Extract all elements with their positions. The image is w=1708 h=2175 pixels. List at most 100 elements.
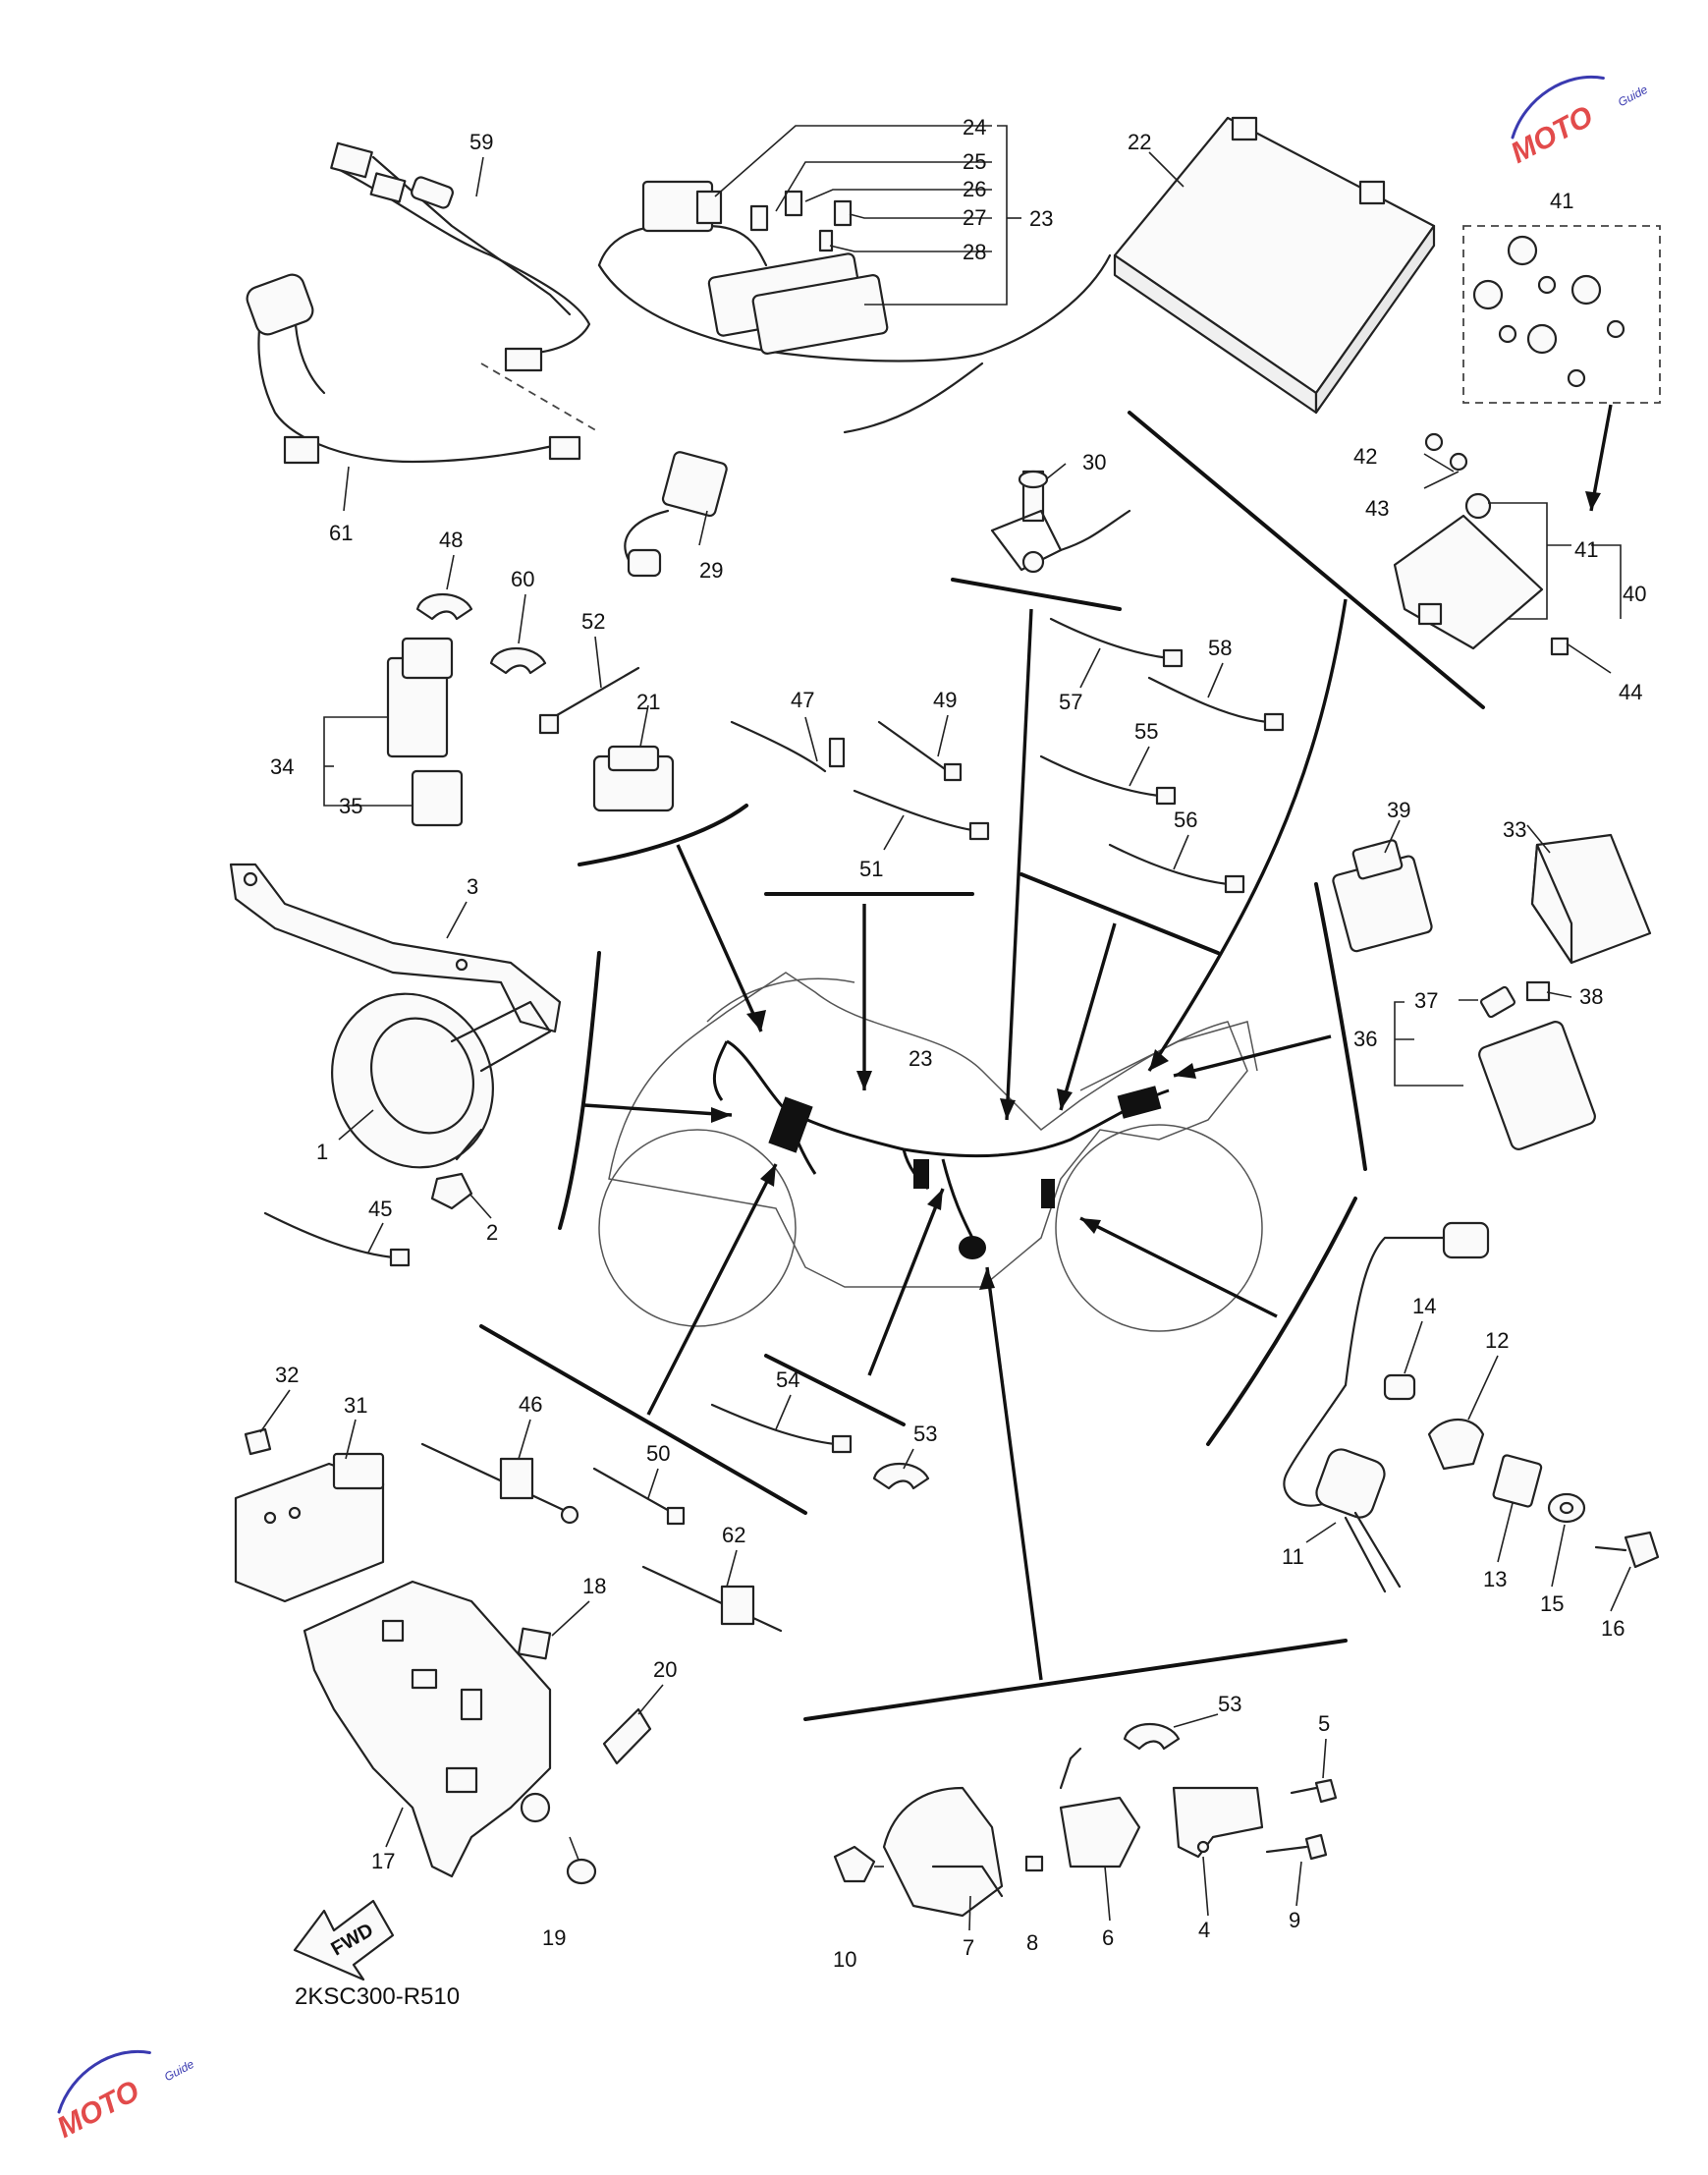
- part-label-51: 51: [859, 857, 883, 881]
- clamp-48: [415, 554, 473, 621]
- part-label-31: 31: [344, 1393, 367, 1418]
- fuse-box-23: [597, 180, 1112, 434]
- strap-45: [263, 1211, 411, 1267]
- battery-22: [1113, 116, 1436, 415]
- part-label-27: 27: [963, 205, 986, 230]
- washer-15: [1547, 1492, 1586, 1588]
- part-label-40: 40: [1623, 582, 1646, 606]
- part-label-39: 39: [1387, 798, 1410, 822]
- rubber-kit-41: [1462, 225, 1661, 512]
- motorcycle-outline: [598, 972, 1263, 1332]
- part-label-38: 38: [1579, 984, 1603, 1009]
- part-label-25: 25: [963, 149, 986, 174]
- wire-harness-main: [712, 1039, 1170, 1259]
- starter-relay-36: [1394, 980, 1596, 1150]
- bracket-3: [229, 863, 562, 1033]
- part-label-20: 20: [653, 1657, 677, 1682]
- misc-leaders: [343, 156, 484, 512]
- clamp-53-lower: [1123, 1713, 1219, 1751]
- part-label-35: 35: [339, 794, 362, 818]
- part-label-2: 2: [486, 1220, 498, 1245]
- collar-14: [1383, 1320, 1423, 1401]
- part-label-43: 43: [1365, 496, 1389, 521]
- part-label-33: 33: [1503, 817, 1526, 842]
- clamp-62: [641, 1549, 783, 1633]
- part-label-55: 55: [1134, 719, 1158, 744]
- relay-unit-40: [1393, 432, 1622, 674]
- part-label-23-center: 23: [909, 1046, 932, 1071]
- part-label-53: 53: [913, 1422, 937, 1446]
- damper-13: [1492, 1454, 1543, 1563]
- watermark-text: MOTO: [52, 2075, 144, 2145]
- part-label-34: 34: [270, 754, 294, 779]
- part-label-7: 7: [963, 1935, 974, 1960]
- part-label-10: 10: [833, 1947, 856, 1972]
- bolt-16: [1594, 1531, 1660, 1612]
- part-label-22: 22: [1128, 130, 1151, 154]
- part-label-21: 21: [636, 690, 660, 714]
- watermark-bottom-left: MOTO Guide: [52, 2049, 196, 2145]
- part-label-24: 24: [963, 115, 986, 139]
- part-label-36: 36: [1353, 1027, 1377, 1051]
- part-label-13: 13: [1483, 1567, 1507, 1591]
- relay-33: [1526, 824, 1652, 965]
- part-label-30: 30: [1082, 450, 1106, 474]
- cable-tie-52: [538, 636, 640, 735]
- holder-21: [592, 704, 675, 812]
- part-label-44: 44: [1619, 680, 1642, 704]
- plate-20: [602, 1684, 664, 1765]
- part-label-5: 5: [1318, 1711, 1330, 1736]
- clamp-53-upper: [872, 1448, 930, 1490]
- part-label-14: 14: [1412, 1294, 1436, 1318]
- part-label-18: 18: [582, 1574, 606, 1598]
- bracket-4: [1172, 1786, 1264, 1917]
- part-label-53-lower: 53: [1218, 1692, 1241, 1716]
- part-label-41: 41: [1550, 189, 1573, 213]
- part-label-32: 32: [275, 1363, 299, 1387]
- grommet-19: [566, 1836, 597, 1885]
- section-dividers: [479, 411, 1485, 1721]
- tie-50: [592, 1467, 686, 1526]
- part-number-labels: 1 2 3 4 5 6 7 8 9 10 11 12 13 14 15 16 1…: [270, 115, 1646, 1972]
- part-label-26: 26: [963, 177, 986, 201]
- watermark-top-right: MOTO Guide: [1506, 75, 1650, 170]
- part-label-3: 3: [467, 874, 478, 899]
- bracket-12: [1427, 1355, 1499, 1471]
- ground-bolt-30: [990, 463, 1131, 574]
- part-label-16: 16: [1601, 1616, 1625, 1641]
- clamp-46: [420, 1419, 579, 1525]
- strap-55: [1039, 746, 1177, 806]
- part-label-15: 15: [1540, 1591, 1564, 1616]
- watermark-text: MOTO: [1506, 100, 1598, 170]
- fwd-arrow-icon: FWD: [293, 1899, 395, 1981]
- part-label-54: 54: [776, 1367, 799, 1392]
- part-label-59: 59: [469, 130, 493, 154]
- bolt-9: [1265, 1833, 1328, 1907]
- group-pointer-arrows: [583, 598, 1348, 1681]
- part-label-50: 50: [646, 1441, 670, 1466]
- part-label-61: 61: [329, 521, 353, 545]
- part-label-37: 37: [1414, 988, 1438, 1013]
- part-label-19: 19: [542, 1925, 566, 1950]
- clip-18: [517, 1600, 590, 1660]
- diagram-code: 2KSC300-R510: [295, 1983, 460, 2010]
- part-label-42: 42: [1353, 444, 1377, 469]
- part-label-29: 29: [699, 558, 723, 583]
- strap-54: [710, 1394, 853, 1454]
- part-label-23: 23: [1029, 206, 1053, 231]
- part-label-12: 12: [1485, 1328, 1509, 1353]
- strap-47: [730, 716, 846, 773]
- strap-56: [1108, 834, 1245, 894]
- part-label-47: 47: [791, 688, 814, 712]
- part-label-1: 1: [316, 1140, 328, 1164]
- sensor-11: [1283, 1221, 1490, 1593]
- tie-49: [877, 714, 963, 782]
- part-label-56: 56: [1174, 808, 1197, 832]
- bracket-17: [303, 1580, 552, 1878]
- horn-1: [331, 992, 552, 1169]
- part-label-57: 57: [1059, 690, 1082, 714]
- part-label-9: 9: [1289, 1908, 1300, 1932]
- part-label-11: 11: [1282, 1544, 1304, 1569]
- part-label-52: 52: [581, 609, 605, 634]
